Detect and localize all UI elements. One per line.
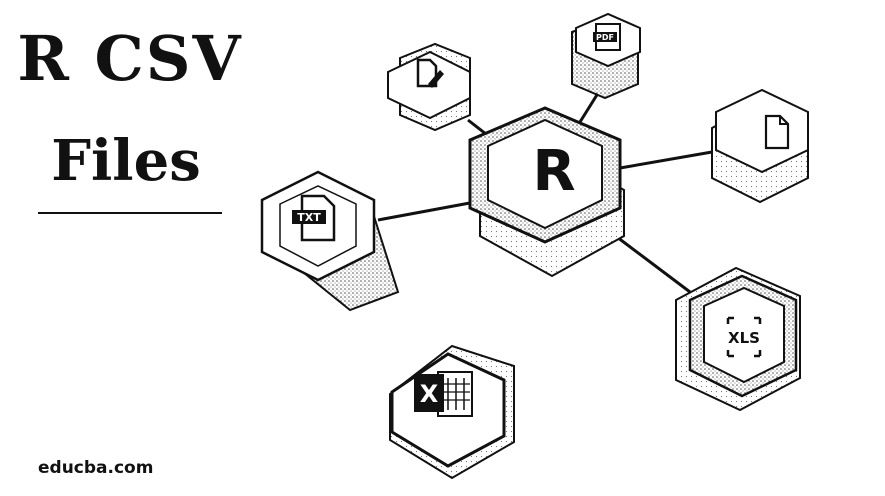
txt-file-icon: TXT (292, 194, 336, 242)
blank-file-icon (764, 114, 790, 150)
page-title: R CSV (17, 22, 243, 95)
pdf-label: PDF (596, 33, 614, 42)
r-logo-icon: R (532, 139, 575, 204)
excel-icon: X (414, 371, 473, 417)
xls-label: XLS (728, 329, 760, 347)
pdf-file-icon: PDF (593, 23, 621, 51)
document-edit-icon (416, 58, 444, 88)
node-pdf: PDF (571, 12, 641, 100)
node-file (711, 88, 809, 204)
excel-label: X (420, 380, 439, 408)
node-xls: XLS (675, 266, 801, 412)
node-document (387, 42, 471, 132)
node-excel: X (389, 344, 515, 480)
node-r-center: R (468, 106, 625, 278)
connector-txt (377, 198, 487, 222)
page-subtitle: Files (51, 128, 201, 194)
txt-label: TXT (297, 211, 321, 224)
title-divider (38, 212, 222, 214)
site-url: educba.com (38, 458, 154, 478)
connector-file (619, 150, 713, 170)
xls-file-icon: XLS (726, 316, 762, 358)
node-txt: TXT (260, 170, 400, 312)
